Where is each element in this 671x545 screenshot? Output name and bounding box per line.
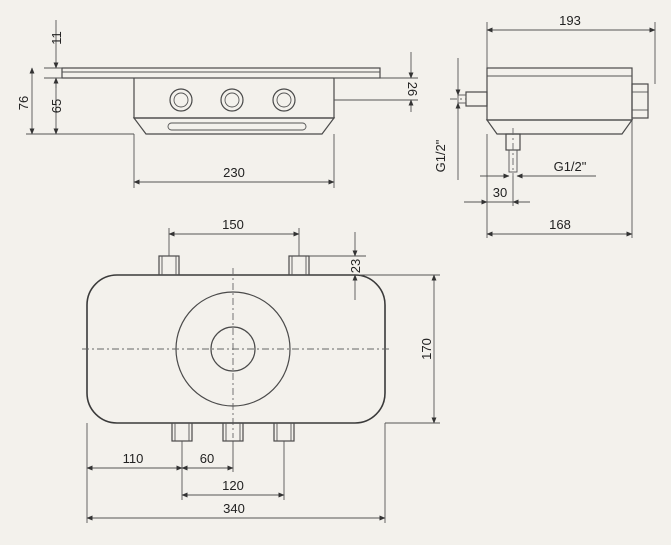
dim-340-label: 340 [223,501,245,516]
side-inlet [465,91,488,107]
side-knob [631,83,649,119]
knob-center-inner [224,92,240,108]
side-spout [485,119,634,135]
dim-150-label: 150 [222,217,244,232]
knob-center [220,88,244,112]
dim-g12-outlet-label: G1/2" [554,159,587,174]
spout [132,117,336,135]
dim-26-label: 26 [405,82,420,96]
front-knob-inner [210,326,256,372]
valve-body [133,78,335,119]
dim-110-label: 110 [123,451,144,466]
dim-168-label: 168 [549,217,571,232]
dim-60-label: 60 [200,451,214,466]
spout-slot [167,122,307,131]
dim-23-label: 23 [348,259,363,273]
knob-right [272,88,296,112]
dim-230-label: 230 [223,165,245,180]
top-plate [61,67,381,79]
dim-11-label: 11 [49,31,64,45]
front-view: 150 23 170 110 60 120 340 [82,217,440,523]
dim-30-label: 30 [493,185,507,200]
knob-left [169,88,193,112]
side-view: 193 G1/2" G1/2" 30 168 [433,13,656,238]
knob-left-inner [173,92,189,108]
dim-76-label: 76 [16,96,31,110]
dim-65-label: 65 [49,99,64,113]
dim-193-label: 193 [559,13,581,28]
top-view: 11 76 65 26 230 [16,20,420,188]
knob-right-inner [276,92,292,108]
dim-120-label: 120 [222,478,244,493]
dim-170-label: 170 [419,338,434,360]
dim-g12-inlet-label: G1/2" [433,139,448,172]
